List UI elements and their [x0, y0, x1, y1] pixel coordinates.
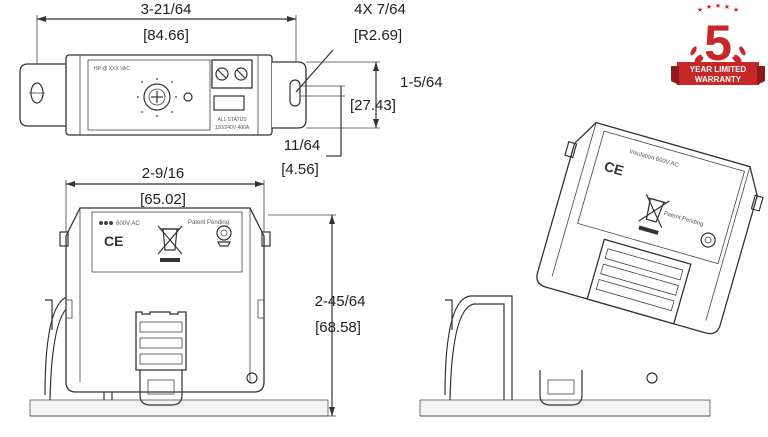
- hole-offset-metric: [4.56]: [281, 161, 319, 178]
- top-height-fraction: 1-5/64: [400, 74, 443, 91]
- svg-text:★: ★: [706, 3, 712, 11]
- rotary-switch-icon: [137, 78, 177, 117]
- svg-text:★: ★: [715, 2, 721, 10]
- status-window: [213, 95, 245, 111]
- hole-radius-metric: [R2.69]: [354, 27, 402, 44]
- top-length-fraction: 3-21/64: [141, 1, 192, 18]
- front-width-fraction: 2-9/16: [142, 165, 185, 182]
- warranty-badge: ★★★★★ 5 YEAR LIMITED WARRANTY: [671, 2, 765, 85]
- warranty-line2: WARRANTY: [695, 75, 742, 84]
- svg-text:★: ★: [724, 3, 730, 11]
- front-height-fraction: 2-45/64: [315, 293, 366, 310]
- top-right-ear: [272, 61, 307, 129]
- tilted-ul-mark-icon: [700, 232, 716, 248]
- led-indicator-icon: [183, 92, 193, 102]
- tilted-view: Insulation 600V AC Patent Pending CE: [419, 121, 764, 417]
- stars-icon: ★★★★★: [697, 2, 739, 14]
- warranty-years: 5: [704, 15, 732, 71]
- terminal-block: [211, 59, 253, 89]
- front-patent-label: Patent Pending: [188, 220, 229, 226]
- top-status-label1: ALL STATUS: [217, 117, 247, 123]
- front-screw-icon: [246, 372, 258, 384]
- warranty-line1: YEAR LIMITED: [690, 65, 747, 74]
- weee-bin-icon: [157, 225, 183, 262]
- ul-mark-icon: [216, 225, 232, 247]
- front-voltage-label: 600V AC: [116, 221, 140, 227]
- front-housing: [65, 207, 265, 393]
- svg-text:★: ★: [733, 6, 739, 14]
- tilted-ce-mark: CE: [602, 158, 625, 179]
- hole-offset-fraction: 11/64: [284, 137, 320, 154]
- front-width-metric: [65.02]: [140, 191, 186, 208]
- top-length-metric: [84.66]: [143, 27, 189, 44]
- svg-text:★: ★: [697, 6, 703, 14]
- top-status-label2: 120/240V 400A: [215, 125, 250, 131]
- front-ce-mark: CE: [104, 233, 123, 249]
- front-view: 2-9/16 [65.02] 600V AC Patent Pending CE: [29, 165, 366, 417]
- top-view: 3-21/64 [84.66] HP @ XXX VAC: [19, 1, 443, 178]
- tilted-weee-bin-icon: [638, 193, 670, 235]
- hole-radius-fraction: 4X 7/64: [354, 1, 406, 18]
- top-model-label: HP @ XXX VAC: [94, 66, 130, 72]
- front-height-metric: [68.58]: [315, 319, 361, 336]
- front-core-window: [135, 311, 187, 371]
- top-height-metric: [27.43]: [350, 97, 396, 114]
